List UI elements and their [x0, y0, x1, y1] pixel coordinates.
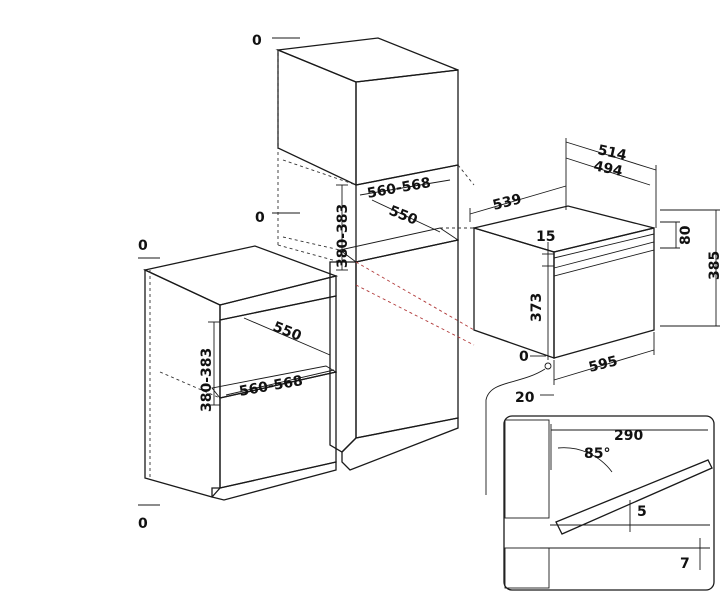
detail-marker-circle — [544, 362, 552, 370]
label-oven-side-offset: 20 — [515, 390, 535, 406]
oven — [471, 205, 655, 359]
tall-cabinet-top — [275, 37, 459, 83]
label-oven-total-depth: 539 — [491, 191, 523, 214]
tall-cabinet-side — [277, 49, 357, 187]
base-cabinet — [142, 245, 339, 501]
label-base-bottom-clearance: 0 — [138, 516, 148, 532]
oven-top — [471, 205, 655, 253]
detail-open-door — [555, 459, 713, 535]
label-tall-top-clearance: 0 — [252, 33, 262, 49]
align-line-2 — [355, 284, 475, 346]
tall-dash-line — [282, 159, 357, 186]
tall-dash-base — [277, 244, 341, 263]
door-detail-inset — [503, 415, 715, 591]
label-oven-depth-494: 494 — [592, 158, 624, 180]
label-tall-niche-width: 560-568 — [366, 175, 432, 202]
label-oven-height: 385 — [707, 251, 720, 280]
oven-top-trim — [553, 233, 655, 259]
label-tall-niche-depth: 550 — [387, 203, 420, 229]
align-line-5 — [159, 371, 221, 399]
label-door-bottom: 7 — [680, 556, 690, 572]
oven-control-strip — [553, 241, 655, 277]
detail-angle-arc — [557, 447, 613, 473]
tall-niche-floor — [338, 227, 460, 263]
base-top — [142, 245, 339, 306]
dimension-lines — [138, 37, 720, 506]
label-oven-gap-15: 15 — [536, 229, 555, 245]
oven-front — [553, 227, 655, 359]
tall-plinth — [341, 417, 459, 471]
base-side — [144, 268, 221, 498]
detail-callout-curve — [485, 368, 546, 495]
align-line-4 — [457, 164, 475, 186]
label-oven-depth-514: 514 — [596, 142, 628, 164]
label-door-gap: 5 — [637, 504, 647, 520]
label-base-top-clearance: 0 — [138, 238, 148, 254]
label-base-niche-height: 380-383 — [199, 348, 215, 412]
label-base-niche-depth: 550 — [271, 319, 304, 345]
base-plinth — [211, 461, 337, 501]
label-oven-front-height: 373 — [529, 293, 545, 322]
alignment-lines — [159, 164, 475, 399]
tall-column-cabinet — [275, 37, 460, 471]
align-line-6 — [282, 236, 341, 251]
label-door-open-depth: 290 — [614, 428, 643, 444]
tall-lower-front — [355, 239, 459, 439]
detail-cabinet-wall — [504, 419, 550, 519]
label-tall-mid-clearance: 0 — [255, 210, 265, 226]
detail-frame — [503, 415, 715, 591]
detail-cabinet-base — [504, 547, 550, 589]
label-oven-top-80: 80 — [678, 225, 694, 245]
label-oven-bottom-clearance: 0 — [519, 349, 529, 365]
label-door-angle: 85° — [584, 446, 610, 462]
label-oven-width: 595 — [587, 353, 619, 376]
base-front-top-strip — [219, 275, 337, 321]
align-line-1 — [355, 261, 475, 331]
tall-lower-side — [329, 261, 357, 453]
label-tall-niche-height: 380-383 — [335, 204, 351, 268]
